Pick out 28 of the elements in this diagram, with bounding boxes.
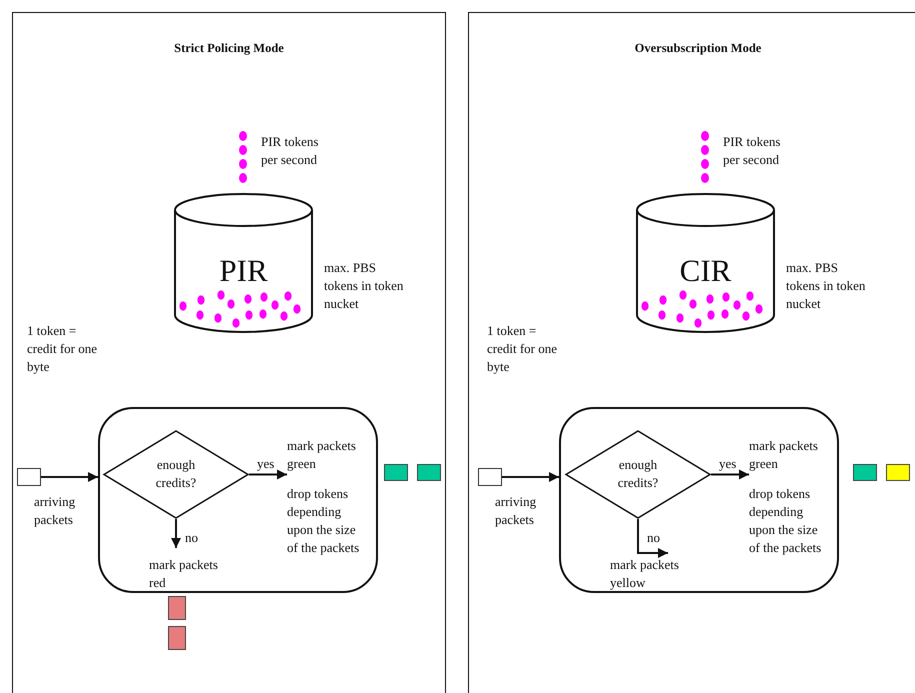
step-text: drop tokens depending upon the size of the packets [749,485,822,557]
decision-text: enough credits? [154,456,198,492]
caption-text: PIR tokens per second [261,133,320,169]
panel-title: Strict Policing Mode [173,41,285,56]
decision-text: enough credits? [616,456,660,492]
caption-text: arriving packets [495,493,538,529]
arrow [502,472,559,482]
bucket-label: CIR [678,253,732,289]
step-text: mark packets yellow [610,556,680,592]
note-text: 1 token = credit for one byte [27,322,98,376]
step-text: mark packets green [287,437,357,473]
bucket-label: PIR [218,253,269,289]
caption-text: max. PBS tokens in token nucket [324,259,404,313]
arrow [249,470,287,480]
panel [468,12,915,693]
caption-text: PIR tokens per second [723,133,782,169]
step-text: mark packets green [749,437,819,473]
step-text: drop tokens depending upon the size of the packets [287,485,360,557]
panel-title: Oversubscription Mode [634,41,762,56]
note-text: 1 token = credit for one byte [487,322,558,376]
arrow [637,519,668,558]
arrow [711,470,749,480]
arrow [41,472,98,482]
step-text: mark packets red [149,556,219,592]
arrow [171,519,181,548]
panel [12,12,446,693]
caption-text: max. PBS tokens in token nucket [786,259,866,313]
caption-text: arriving packets [34,493,76,529]
